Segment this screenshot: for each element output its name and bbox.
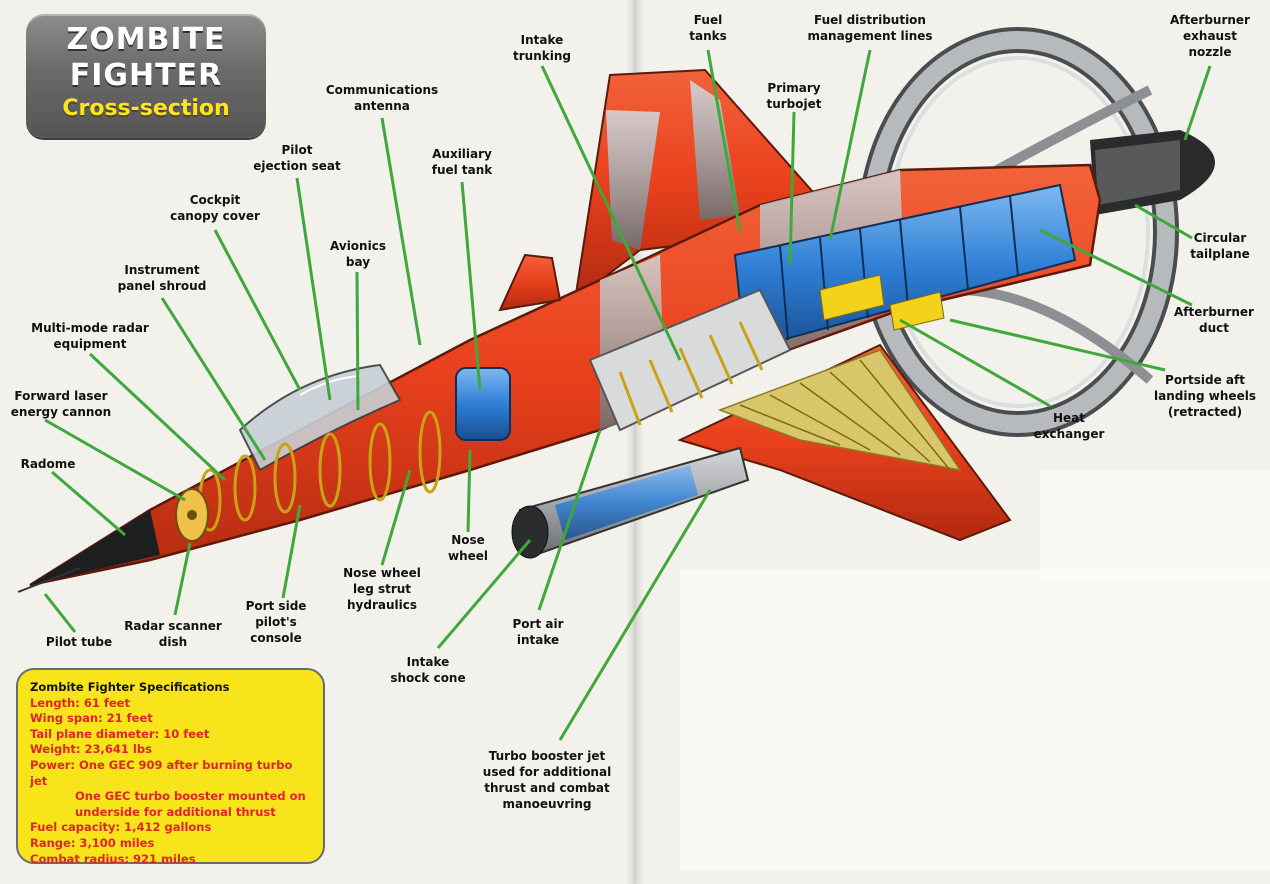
spec-fuel: Fuel capacity: 1,412 gallons <box>30 820 212 835</box>
label-cockpit-canopy: Cockpit canopy cover <box>170 193 260 223</box>
cockpit-canopy <box>238 363 402 472</box>
label-port-side-console: Port side pilot's console <box>245 599 307 645</box>
label-portside-landing-wheels: Portside aft landing wheels (retracted) <box>1154 373 1256 419</box>
label-turbo-booster: Turbo booster jet used for additional th… <box>482 749 612 811</box>
spec-weight: Weight: 23,641 lbs <box>30 742 152 757</box>
label-port-air-intake: Port air intake <box>512 617 564 647</box>
spec-power-2: One GEC turbo booster mounted on <box>75 789 306 804</box>
afterburner-nozzle-shape <box>1090 130 1215 215</box>
specs-heading: Zombite Fighter Specifications <box>30 680 230 694</box>
label-nose-wheel-strut: Nose wheel leg strut hydraulics <box>343 566 421 612</box>
label-multi-mode-radar: Multi-mode radar equipment <box>31 321 149 351</box>
auxiliary-fuel-tank-shape <box>455 367 511 441</box>
label-nose-wheel: Nose wheel <box>447 533 489 563</box>
label-afterburner-duct: Afterburner duct <box>1174 305 1254 335</box>
right-page-blank-panel <box>680 570 1270 870</box>
label-afterburner-nozzle: Afterburner exhaust nozzle <box>1170 13 1250 59</box>
label-instrument-panel: Instrument panel shroud <box>117 263 207 293</box>
label-heat-exchanger: Heat exchanger <box>1033 411 1105 441</box>
radar-scanner-dish-shape <box>175 488 209 542</box>
spec-length: Length: 61 feet <box>30 695 130 710</box>
spec-tail-plane: Tail plane diameter: 10 feet <box>30 726 210 741</box>
label-pilot-ejection-seat: Pilot ejection seat <box>253 143 341 173</box>
forward-frames <box>198 410 442 532</box>
specifications-box: Zombite Fighter Specifications Length: 6… <box>16 668 325 866</box>
label-fuel-distribution: Fuel distribution management lines <box>807 13 933 43</box>
label-primary-turbojet: Primary turbojet <box>766 81 822 111</box>
spec-power-1: Power: One GEC 909 after burning turbo j… <box>30 757 293 788</box>
label-radar-scanner: Radar scanner dish <box>124 619 222 649</box>
spec-combat-radius: Combat radius: 921 miles <box>30 851 196 866</box>
spec-range: Range: 3,100 miles <box>30 835 155 850</box>
label-intake-shock-cone: Intake shock cone <box>390 655 466 685</box>
label-auxiliary-fuel-tank: Auxiliary fuel tank <box>431 147 493 177</box>
title-line-1: ZOMBITE <box>66 22 226 57</box>
title-subtitle: Cross-section <box>62 96 230 121</box>
label-pilot-tube: Pilot tube <box>45 635 113 649</box>
turbo-booster-pod <box>511 446 750 559</box>
label-forward-laser: Forward laser energy cannon <box>10 389 112 419</box>
spec-power-3: underside for additional thrust <box>75 804 276 819</box>
pilot-tube-rod <box>17 567 81 593</box>
label-avionics-bay: Avionics bay <box>330 239 386 269</box>
spec-wing-span: Wing span: 21 feet <box>30 711 153 726</box>
radome-tip <box>30 510 160 585</box>
lower-delta-wing <box>677 343 1012 542</box>
leader-lines <box>43 49 1212 741</box>
label-radome: Radome <box>20 457 76 471</box>
dorsal-fin <box>498 253 562 312</box>
label-circular-tailplane: Circular tailplane <box>1190 231 1250 261</box>
title-block: ZOMBITE FIGHTER Cross-section <box>26 14 266 138</box>
label-intake-trunking: Intake trunking <box>513 33 571 63</box>
label-communications-antenna: Communications antenna <box>325 83 439 113</box>
title-line-2: FIGHTER <box>69 58 223 93</box>
right-page-blank-strip <box>1040 470 1270 580</box>
label-fuel-tanks: Fuel tanks <box>689 13 727 43</box>
vertical-tail-fin <box>573 68 822 303</box>
intake-trunking-shape <box>588 288 792 432</box>
